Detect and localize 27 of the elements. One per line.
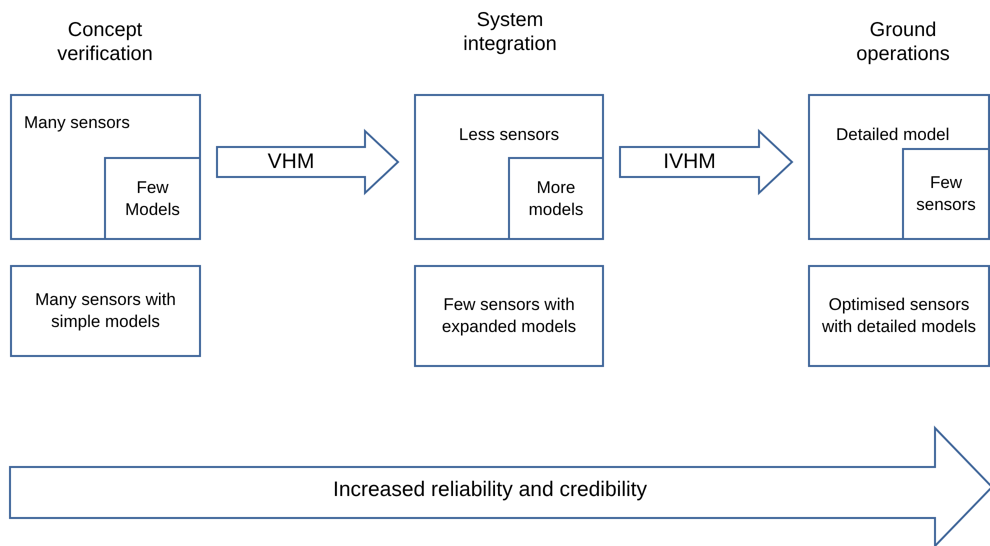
box-text: Many sensors xyxy=(24,112,130,134)
panel-box xyxy=(808,265,990,367)
panel-box xyxy=(414,265,604,367)
panel-box xyxy=(10,94,201,240)
column-heading: System integration xyxy=(462,8,558,56)
inner-box xyxy=(104,157,201,240)
box-text: Few sensors xyxy=(915,172,977,216)
arrow-text: Increased reliability and credibility xyxy=(332,478,648,502)
box-text: Less sensors xyxy=(458,124,560,146)
box-text: Many sensors with simple models xyxy=(34,289,177,333)
box-text: Optimised sensors with detailed models xyxy=(820,294,978,338)
panel-box xyxy=(10,265,201,357)
edge-label: VHM xyxy=(266,150,316,174)
column-heading: Ground operations xyxy=(855,18,951,66)
block-arrow xyxy=(216,128,400,196)
column-heading: Concept verification xyxy=(56,18,154,66)
box-text: Detailed model xyxy=(836,124,950,146)
panel-box xyxy=(808,94,990,240)
box-text: Few sensors with expanded models xyxy=(440,294,578,338)
box-text: Few Models xyxy=(124,176,181,220)
inner-box xyxy=(508,157,604,240)
block-arrow xyxy=(9,426,990,546)
inner-box xyxy=(902,148,990,240)
box-text: More models xyxy=(528,176,584,220)
panel-box xyxy=(414,94,604,240)
block-arrow xyxy=(619,128,794,196)
edge-label: IVHM xyxy=(662,150,717,174)
